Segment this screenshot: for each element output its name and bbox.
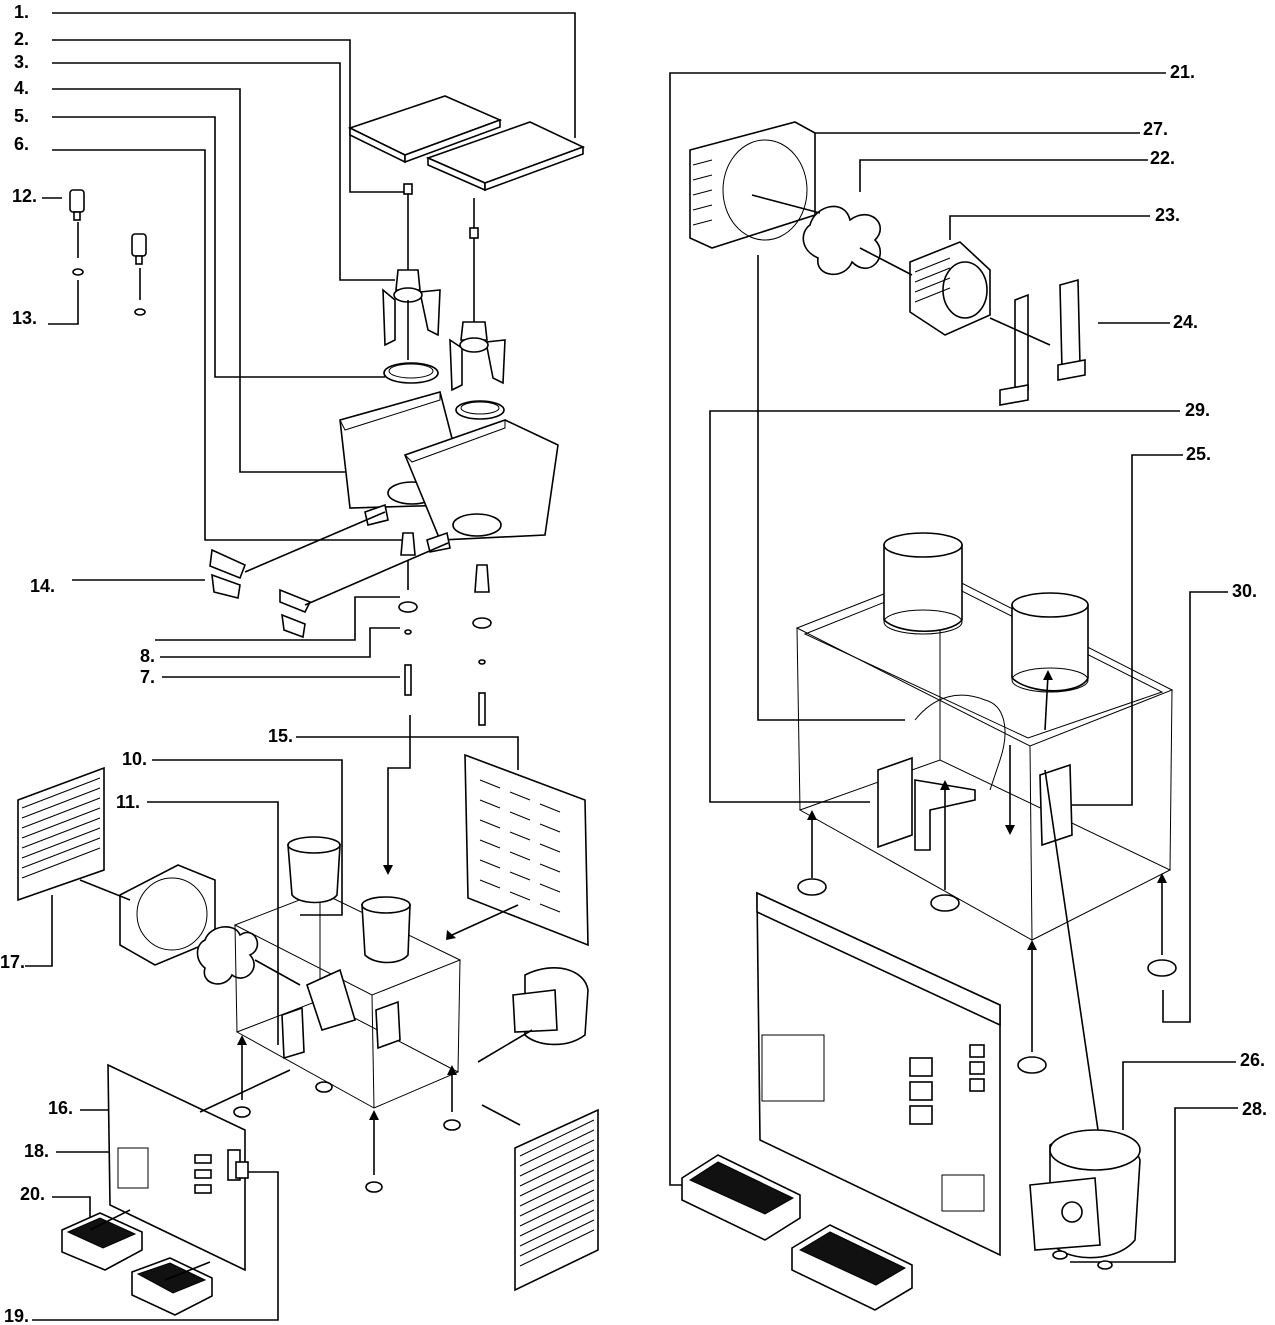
- fan-22: [802, 205, 882, 276]
- label-10: 10.: [122, 749, 147, 769]
- label-7: 7.: [140, 667, 155, 687]
- fan-motor-23: [909, 241, 991, 336]
- bowl-right: [403, 419, 559, 541]
- label-11: 11.: [116, 792, 140, 812]
- label-30: 30.: [1232, 581, 1257, 601]
- condenser-27: [689, 121, 816, 249]
- drain-stack-left: [398, 532, 418, 696]
- panel-15: [464, 753, 589, 947]
- label-6: 6.: [14, 134, 29, 154]
- label-1: 1.: [14, 2, 29, 22]
- label-4: 4.: [14, 78, 29, 98]
- big-frame: [795, 532, 1177, 1131]
- label-12: 12.: [12, 186, 37, 206]
- label-21: 21.: [1170, 62, 1195, 82]
- label-19: 19.: [4, 1306, 29, 1325]
- filters-large: [681, 1154, 913, 1311]
- label-20: 20.: [20, 1184, 45, 1204]
- drain-stack-right: [472, 564, 492, 726]
- label-18: 18.: [24, 1141, 49, 1161]
- label-2: 2.: [14, 29, 29, 49]
- label-14: 14.: [30, 576, 55, 596]
- flow-arrows: [79, 194, 1167, 1281]
- label-16: 16.: [48, 1098, 73, 1118]
- lid-right: [425, 121, 586, 192]
- grille-right-small: [514, 1108, 599, 1292]
- label-26: 26.: [1240, 1050, 1265, 1070]
- label-15: 15.: [268, 726, 293, 746]
- label-3: 3.: [14, 52, 29, 72]
- front-panel-large: [756, 891, 1001, 1257]
- right-leader-lines: [669, 72, 1238, 1263]
- label-27: 27.: [1143, 119, 1168, 139]
- left-leader-lines: [25, 12, 576, 1321]
- label-13: 13.: [12, 308, 37, 328]
- knobs-12-13: [69, 189, 147, 316]
- label-25: 25.: [1186, 444, 1211, 464]
- label-29: 29.: [1185, 400, 1210, 420]
- compressor-26: [1029, 1129, 1141, 1270]
- fan-small: [196, 926, 259, 985]
- label-23: 23.: [1155, 205, 1180, 225]
- label-5: 5.: [14, 106, 29, 126]
- tap-valves: [209, 503, 451, 639]
- lid-left: [347, 95, 503, 164]
- front-panel-small: [107, 1063, 249, 1272]
- auger-assembly-right: [449, 198, 506, 420]
- grille-17: [17, 766, 105, 902]
- label-8: 8.: [140, 646, 155, 666]
- auger-assembly-left: [382, 183, 441, 384]
- filters-small: [61, 1212, 213, 1316]
- label-28: 28.: [1242, 1099, 1267, 1119]
- label-24: 24.: [1173, 312, 1198, 332]
- small-frame: [233, 836, 462, 1193]
- compressor-small: [477, 967, 589, 1063]
- label-22: 22.: [1150, 148, 1175, 168]
- brackets-24: [999, 278, 1086, 406]
- label-17: 17.: [0, 952, 25, 972]
